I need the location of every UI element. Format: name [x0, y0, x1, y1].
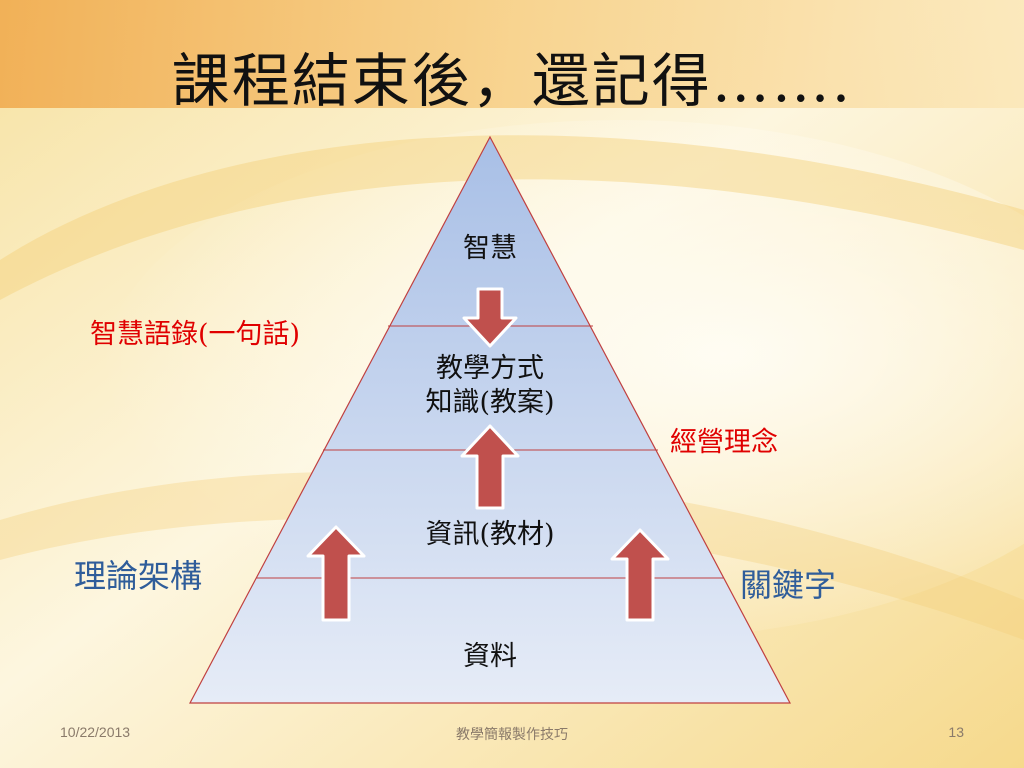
footer-date: 10/22/2013 [60, 724, 131, 740]
level-knowledge-line-1: 教學方式 [436, 353, 544, 384]
up-arrow-icon-left [306, 525, 366, 622]
label-keywords: 關鍵字 [740, 566, 837, 604]
label-theory-framework: 理論架構 [74, 557, 203, 595]
level-knowledge: 教學方式 知識(教案) [395, 352, 585, 420]
level-information: 資訊(教材) [395, 518, 585, 552]
level-wisdom: 智慧 [430, 232, 550, 266]
up-arrow-icon-right [610, 528, 670, 622]
footer-page-number: 13 [948, 724, 964, 740]
slide-title: 課程結束後，還記得……. [171, 47, 853, 115]
level-wisdom-text: 智慧 [463, 233, 517, 264]
up-arrow-icon-center [460, 424, 520, 510]
label-wisdom-quotes: 智慧語錄(一句話) [90, 319, 301, 350]
footer-center-text: 教學簡報製作技巧 [456, 726, 568, 742]
label-management-concept: 經營理念 [670, 427, 778, 458]
level-information-text: 資訊(教材) [425, 519, 555, 550]
level-data-text: 資料 [463, 641, 517, 672]
down-arrow-icon [462, 287, 518, 348]
level-data: 資料 [430, 640, 550, 674]
level-knowledge-line-2: 知識(教案) [425, 387, 555, 418]
